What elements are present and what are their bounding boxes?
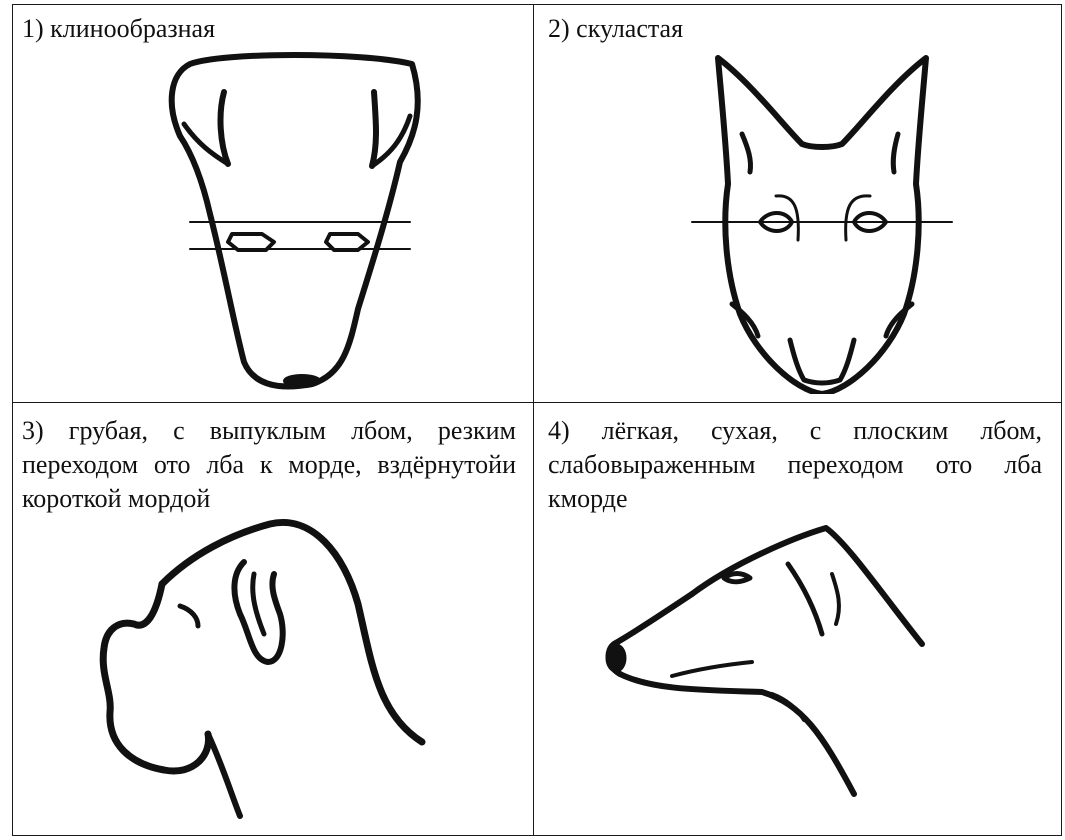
head-types-table: 1) клинообразная 2) скуластая [12, 4, 1062, 836]
cheeky-head-dog-icon [682, 44, 962, 394]
cell-4-caption: 4) лёгкая, сухая, с плоским лбом, слабов… [548, 414, 1042, 516]
wedge-head-dog-icon [162, 44, 442, 394]
cell-1-caption: 1) клинообразная [22, 12, 215, 46]
cell-2-caption: 2) скуластая [548, 12, 683, 46]
cell-3-caption: 3) грубая, с выпуклым лбом, резким перех… [22, 414, 516, 516]
coarse-head-dog-icon [82, 514, 452, 824]
light-head-dog-icon [592, 514, 952, 824]
table-row-divider [12, 402, 1062, 403]
table-column-divider [533, 4, 534, 836]
